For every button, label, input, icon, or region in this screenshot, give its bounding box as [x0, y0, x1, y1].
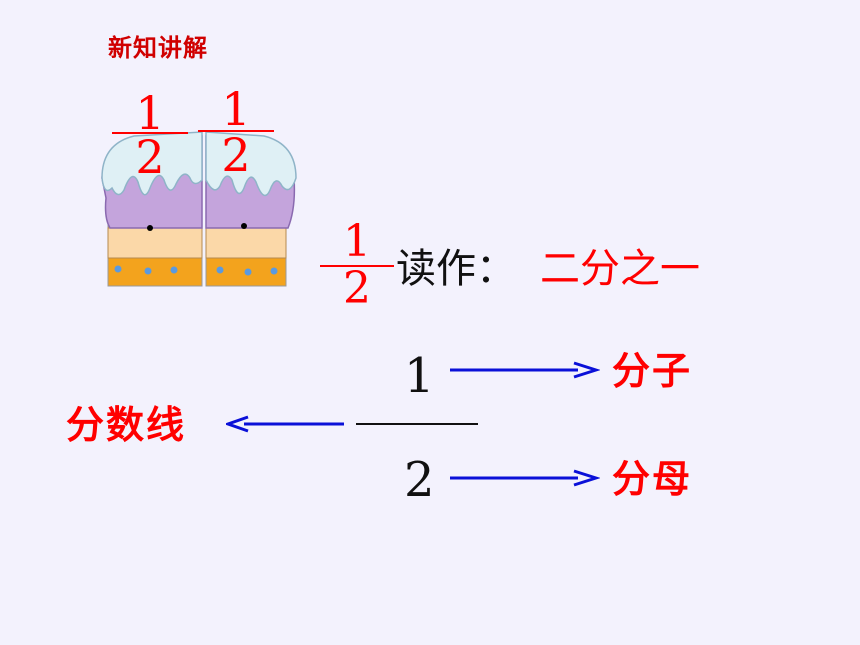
fraction-bar: [112, 132, 188, 134]
cake-left-fraction: 1 2: [112, 90, 188, 180]
fraction-numerator: 1: [135, 86, 165, 140]
arrow-to-fraction-line: [226, 415, 344, 433]
fraction-line-label: 分数线: [66, 403, 187, 447]
fraction-line: [356, 423, 478, 425]
fraction-denominator: 2: [135, 130, 165, 184]
reading-fraction: 1 2: [320, 220, 394, 311]
reading-label: 读作：: [396, 246, 516, 292]
fraction-bar: [198, 130, 274, 132]
numerator-label: 分子: [612, 349, 693, 393]
reading-value: 二分之一: [540, 246, 700, 292]
cake-right-fraction: 1 2: [198, 86, 274, 178]
anatomy-numerator: 1: [404, 348, 435, 404]
arrow-to-denominator: [450, 469, 600, 487]
fraction-denominator: 2: [221, 128, 251, 182]
arrow-to-numerator: [450, 361, 600, 379]
fraction-bar: [320, 265, 394, 267]
anatomy-denominator: 2: [404, 452, 435, 508]
fraction-numerator: 1: [343, 216, 371, 267]
cake-illustration: [101, 131, 297, 287]
cake-left-half: [101, 131, 203, 287]
denominator-label: 分母: [612, 457, 693, 501]
section-title: 新知讲解: [108, 34, 208, 62]
fraction-denominator: 2: [343, 263, 371, 314]
cake-right-half: [205, 131, 297, 287]
fraction-numerator: 1: [221, 82, 251, 136]
